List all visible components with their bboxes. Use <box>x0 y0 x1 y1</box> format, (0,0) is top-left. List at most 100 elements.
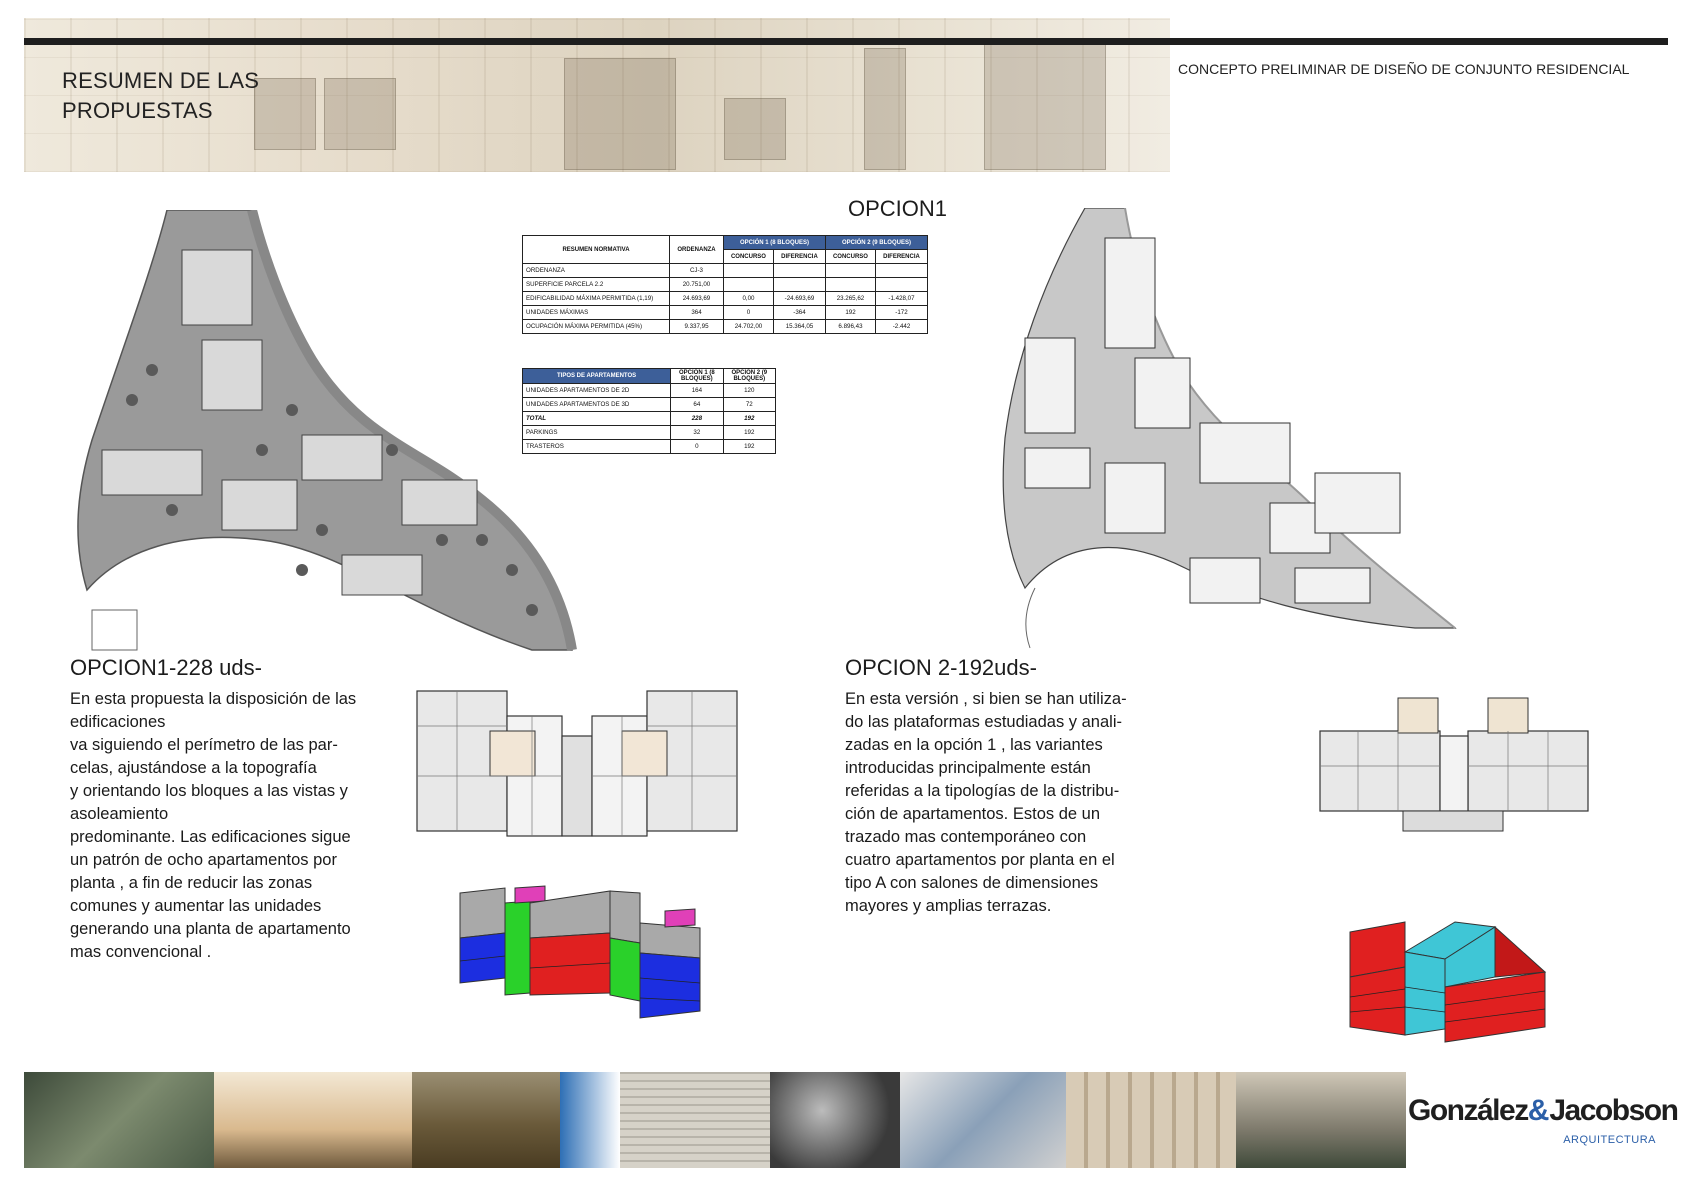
option1-line: un patrón de ocho apartamentos por <box>70 851 337 869</box>
footer-photo <box>770 1072 900 1168</box>
section-title: RESUMEN DE LAS PROPUESTAS <box>62 66 259 126</box>
option2-line: cuatro apartamentos por planta en el <box>845 851 1115 869</box>
header-rule <box>24 38 1668 45</box>
cell <box>772 277 826 292</box>
site-plan-option1 <box>77 210 577 651</box>
cell <box>824 263 876 278</box>
site-plan-option2 <box>1002 208 1457 649</box>
cell: 0 <box>722 305 774 320</box>
table-row: SUPERFICIE PARCELA 2.2 20.751,00 <box>522 277 929 292</box>
logo-name-right: Jacobson <box>1549 1094 1679 1127</box>
cell: EDIFICABILIDAD MÁXIMA PERMITIDA (1,19) <box>522 291 670 306</box>
option2-line: ción de apartamentos. Estos de un <box>845 805 1100 823</box>
cell: 15.364,05 <box>772 319 826 334</box>
cell: 23.265,62 <box>824 291 876 306</box>
cell <box>722 263 774 278</box>
logo-ampersand-icon: & <box>1527 1094 1550 1127</box>
cell: 64 <box>670 397 724 412</box>
cell: -2.442 <box>874 319 929 334</box>
th-sub: CONCURSO <box>824 249 876 264</box>
cell: 32 <box>670 425 724 440</box>
cell: 228 <box>670 411 724 426</box>
cell: 192 <box>722 411 777 426</box>
option1-line: predominante. Las edificaciones sigue <box>70 828 351 846</box>
cell: 0 <box>670 439 724 454</box>
option1-description: En esta propuesta la disposición de las … <box>70 688 400 964</box>
th-sub: DIFERENCIA <box>874 249 929 264</box>
footer-photo <box>24 1072 214 1168</box>
cell <box>874 277 929 292</box>
footer-photo <box>412 1072 560 1168</box>
option2-line: mayores y amplias terrazas. <box>845 897 1052 915</box>
footer-photo-strip <box>24 1072 1406 1168</box>
option2-line: referidas a la tipologías de la distribu… <box>845 782 1120 800</box>
option1-line: comunes y aumentar las unidades <box>70 897 322 915</box>
table-row: EDIFICABILIDAD MÁXIMA PERMITIDA (1,19) 2… <box>522 291 929 306</box>
normative-summary-table: RESUMEN NORMATIVA ORDENANZA OPCIÓN 1 (8 … <box>522 235 929 334</box>
footer-photo <box>1236 1072 1406 1168</box>
th-op2: OPCIÓN 2 (9 BLOQUES) <box>824 235 929 250</box>
logo-name-left: González <box>1408 1094 1529 1127</box>
footer-photo <box>560 1072 620 1168</box>
option1-line: generando una planta de apartamento <box>70 920 351 938</box>
cell <box>722 277 774 292</box>
cell: -364 <box>772 305 826 320</box>
floor-plan-option2 <box>1319 697 1589 832</box>
option1-line: edificaciones <box>70 713 166 731</box>
table-row: ORDENANZA CJ-3 <box>522 263 929 278</box>
cell <box>772 263 826 278</box>
cell: -172 <box>874 305 929 320</box>
cell: UNIDADES MÁXIMAS <box>522 305 670 320</box>
cell: CJ-3 <box>669 263 724 278</box>
option2-line: trazado mas contemporáneo con <box>845 828 1087 846</box>
cell: 192 <box>722 439 777 454</box>
option1-line: celas, ajustándose a la topografía <box>70 759 317 777</box>
option1-line: mas convencional . <box>70 943 212 961</box>
massing-model-option1 <box>459 885 701 1019</box>
cell: OCUPACIÓN MÁXIMA PERMITIDA (45%) <box>522 319 670 334</box>
th-sub: CONCURSO <box>722 249 774 264</box>
th-sub: DIFERENCIA <box>772 249 826 264</box>
option2-line: tipo A con salones de dimensiones <box>845 874 1099 892</box>
th-op1: OPCIÓN 1 (8 BLOQUES) <box>722 235 826 250</box>
th-op1: OPCIÓN 1 (8 BLOQUES) <box>670 368 724 384</box>
option1-line: planta , a fin de reducir las zonas <box>70 874 313 892</box>
cell: 24.702,00 <box>722 319 774 334</box>
cell <box>874 263 929 278</box>
option2-line: En esta versión , si bien se han utiliza… <box>845 690 1127 708</box>
option2-line: zadas en la opción 1 , las variantes <box>845 736 1103 754</box>
cell: ORDENANZA <box>522 263 670 278</box>
table-row: PARKINGS 32 192 <box>521 425 777 440</box>
logo-subtitle: ARQUITECTURA <box>1563 1134 1656 1146</box>
option1-heading: OPCION1-228 uds- <box>70 655 262 680</box>
cell: TRASTEROS <box>521 439 672 454</box>
table-row: UNIDADES APARTAMENTOS DE 2D 164 120 <box>521 383 777 398</box>
option1-line: va siguiendo el perímetro de las par- <box>70 736 338 754</box>
cell: SUPERFICIE PARCELA 2.2 <box>522 277 670 292</box>
floor-plan-option1 <box>416 690 738 837</box>
apartment-types-table: TIPOS DE APARTAMENTOS OPCIÓN 1 (8 BLOQUE… <box>521 368 777 454</box>
option2-heading: OPCION 2-192uds- <box>845 655 1037 680</box>
option2-description: En esta versión , si bien se han utiliza… <box>845 688 1165 918</box>
option1-line: En esta propuesta la disposición de las <box>70 690 357 708</box>
cell: TOTAL <box>521 411 672 426</box>
cell: 164 <box>670 383 724 398</box>
cell: 364 <box>669 305 724 320</box>
cell: 192 <box>722 425 777 440</box>
table-row: TRASTEROS 0 192 <box>521 439 777 454</box>
cell: UNIDADES APARTAMENTOS DE 3D <box>521 397 672 412</box>
table-row: UNIDADES MÁXIMAS 364 0 -364 192 -172 <box>522 305 929 320</box>
option1-line: asoleamiento <box>70 805 169 823</box>
massing-model-option2 <box>1349 921 1547 1043</box>
cell: 0,00 <box>722 291 774 306</box>
table-row: UNIDADES APARTAMENTOS DE 3D 64 72 <box>521 397 777 412</box>
th-op2: OPCIÓN 2 (9 BLOQUES) <box>722 368 777 384</box>
option2-line: introducidas principalmente están <box>845 759 1091 777</box>
table-row: TOTAL 228 192 <box>521 411 777 426</box>
footer-photo <box>620 1072 770 1168</box>
cell: 20.751,00 <box>669 277 724 292</box>
cell: 72 <box>722 397 777 412</box>
cell: PARKINGS <box>521 425 672 440</box>
option2-line: do las plataformas estudiadas y anali- <box>845 713 1122 731</box>
cell: 24.693,69 <box>669 291 724 306</box>
